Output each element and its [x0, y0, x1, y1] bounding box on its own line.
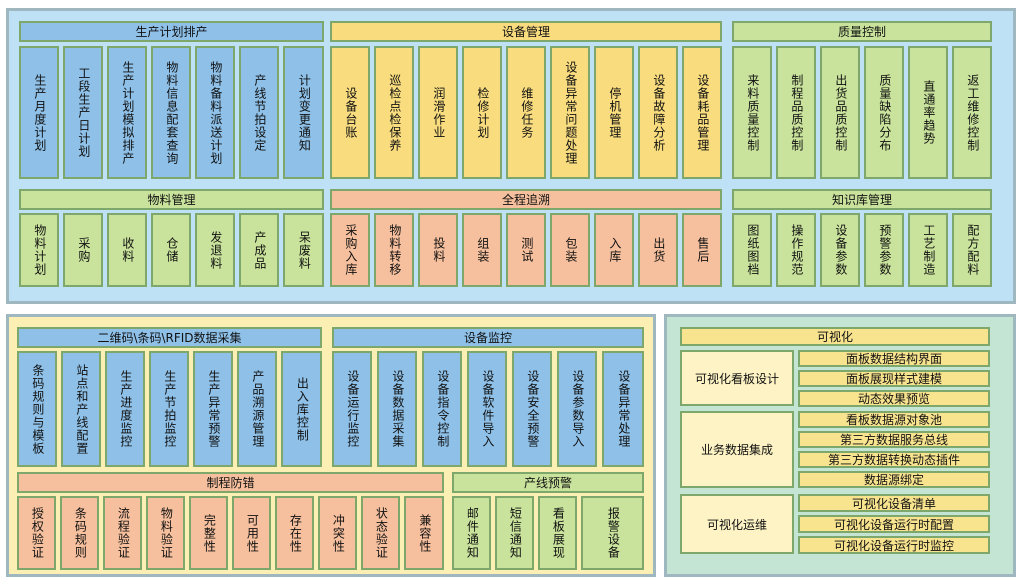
- material-management-item: 收料: [107, 213, 147, 287]
- traceability-item: 售后: [682, 213, 722, 287]
- traceability-header: 全程追溯: [330, 189, 722, 210]
- error-proofing-item: 物料验证: [146, 496, 185, 570]
- equipment-management-item: 设备耗品管理: [682, 46, 722, 179]
- visualization-group-label: 可视化看板设计: [680, 350, 794, 406]
- production-planning-header: 生产计划排产: [19, 21, 324, 42]
- data-collection-item: 生产节拍监控: [149, 351, 189, 467]
- production-planning-item: 生产月度计划: [19, 46, 59, 179]
- visualization-item: 面板展现样式建模: [798, 370, 990, 387]
- equipment-monitoring-item: 设备安全预警: [512, 351, 552, 467]
- knowledge-base-item: 预警参数: [864, 213, 904, 287]
- visualization-item: 看板数据源对象池: [798, 411, 990, 428]
- traceability-item: 测试: [506, 213, 546, 287]
- quality-control-header: 质量控制: [732, 21, 992, 42]
- line-warning-item: 邮件通知: [452, 496, 491, 570]
- production-planning-item: 工段生产日计划: [63, 46, 103, 179]
- equipment-monitoring-item: 设备参数导入: [557, 351, 597, 467]
- equipment-management-item: 设备台账: [330, 46, 370, 179]
- quality-control-item: 返工维修控制: [952, 46, 992, 179]
- error-proofing-item: 完整性: [189, 496, 228, 570]
- line-warning-item: 看板展现: [538, 496, 577, 570]
- production-planning-item: 计划变更通知: [283, 46, 324, 179]
- material-management-item: 产成品: [239, 213, 279, 287]
- traceability-item: 采购入库: [330, 213, 370, 287]
- equipment-monitoring-item: 设备数据采集: [377, 351, 417, 467]
- line-warning-header: 产线预警: [452, 472, 644, 493]
- data-collection-item: 条码规则与模板: [17, 351, 57, 467]
- production-planning-item: 物料信息配套查询: [151, 46, 191, 179]
- data-collection-item: 产品溯源管理: [237, 351, 277, 467]
- visualization-header: 可视化: [680, 327, 990, 346]
- equipment-management-item: 巡检点检保养: [374, 46, 414, 179]
- quality-control-item: 质量缺陷分布: [864, 46, 904, 179]
- equipment-management-item: 设备故障分析: [638, 46, 678, 179]
- equipment-management-item: 设备异常问题处理: [550, 46, 590, 179]
- equipment-monitoring-item: 设备异常处理: [602, 351, 644, 467]
- error-proofing-item: 存在性: [275, 496, 314, 570]
- data-collection-header: 二维码\条码\RFID数据采集: [17, 327, 322, 348]
- equipment-monitoring-header: 设备监控: [332, 327, 644, 348]
- traceability-item: 组装: [462, 213, 502, 287]
- material-management-item: 呆废料: [283, 213, 324, 287]
- knowledge-base-header: 知识库管理: [732, 189, 992, 210]
- quality-control-item: 制程品质控制: [776, 46, 816, 179]
- visualization-item: 可视化设备清单: [798, 494, 990, 512]
- visualization-item: 面板数据结构界面: [798, 350, 990, 367]
- data-collection-item: 站点和产线配置: [61, 351, 101, 467]
- material-management-header: 物料管理: [19, 189, 324, 210]
- data-collection-item: 生产进度监控: [105, 351, 145, 467]
- equipment-management-item: 润滑作业: [418, 46, 458, 179]
- knowledge-base-item: 操作规范: [776, 213, 816, 287]
- material-management-item: 发退料: [195, 213, 235, 287]
- data-collection-item: 出入库控制: [281, 351, 322, 467]
- visualization-group-label: 可视化运维: [680, 494, 794, 554]
- visualization-item: 可视化设备运行时监控: [798, 536, 990, 554]
- knowledge-base-item: 设备参数: [820, 213, 860, 287]
- knowledge-base-item: 配方配料: [952, 213, 992, 287]
- material-management-item: 采购: [63, 213, 103, 287]
- material-management-item: 仓储: [151, 213, 191, 287]
- visualization-item: 第三方数据转换动态插件: [798, 451, 990, 468]
- production-planning-item: 产线节拍设定: [239, 46, 279, 179]
- error-proofing-item: 流程验证: [103, 496, 142, 570]
- traceability-item: 出货: [638, 213, 678, 287]
- equipment-monitoring-item: 设备软件导入: [467, 351, 507, 467]
- traceability-item: 物料转移: [374, 213, 414, 287]
- visualization-item: 动态效果预览: [798, 390, 990, 407]
- quality-control-item: 来料质量控制: [732, 46, 772, 179]
- production-planning-item: 物料备料派送计划: [195, 46, 235, 179]
- traceability-item: 投料: [418, 213, 458, 287]
- visualization-group-label: 业务数据集成: [680, 411, 794, 488]
- quality-control-item: 直通率趋势: [908, 46, 948, 179]
- quality-control-item: 出货品质控制: [820, 46, 860, 179]
- material-management-item: 物料计划: [19, 213, 59, 287]
- traceability-item: 包装: [550, 213, 590, 287]
- error-proofing-header: 制程防错: [17, 472, 444, 493]
- error-proofing-item: 条码规则: [60, 496, 99, 570]
- equipment-management-item: 停机管理: [594, 46, 634, 179]
- equipment-management-item: 检修计划: [462, 46, 502, 179]
- equipment-management-header: 设备管理: [330, 21, 722, 42]
- error-proofing-item: 可用性: [232, 496, 271, 570]
- equipment-monitoring-item: 设备运行监控: [332, 351, 372, 467]
- traceability-item: 入库: [594, 213, 634, 287]
- error-proofing-item: 冲突性: [318, 496, 357, 570]
- line-warning-item: 短信通知: [495, 496, 534, 570]
- equipment-monitoring-item: 设备指令控制: [422, 351, 462, 467]
- data-collection-item: 生产异常预警: [193, 351, 233, 467]
- error-proofing-item: 状态验证: [361, 496, 400, 570]
- visualization-item: 数据源绑定: [798, 471, 990, 488]
- equipment-management-item: 维修任务: [506, 46, 546, 179]
- line-warning-item: 报警设备: [581, 496, 644, 570]
- error-proofing-item: 兼容性: [404, 496, 444, 570]
- visualization-item: 第三方数据服务总线: [798, 431, 990, 448]
- visualization-item: 可视化设备运行时配置: [798, 515, 990, 533]
- production-planning-item: 生产计划模拟排产: [107, 46, 147, 179]
- knowledge-base-item: 图纸图档: [732, 213, 772, 287]
- knowledge-base-item: 工艺制造: [908, 213, 948, 287]
- error-proofing-item: 授权验证: [17, 496, 56, 570]
